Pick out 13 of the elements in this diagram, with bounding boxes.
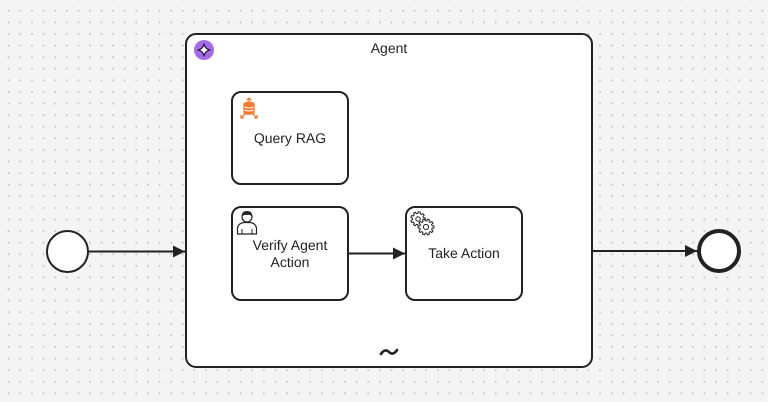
- task-box: [405, 206, 523, 301]
- task-label: Take Action: [428, 245, 500, 262]
- task-label: Query RAG: [254, 130, 326, 146]
- task-box: [231, 206, 349, 301]
- end-event-circle: [697, 229, 741, 273]
- arrow: [89, 246, 185, 258]
- arrow: [349, 248, 405, 260]
- container-title: Agent: [370, 40, 408, 56]
- task-label: Verify Agent Action: [252, 236, 328, 270]
- arrow: [593, 245, 697, 257]
- start-event-circle: [46, 230, 89, 273]
- task-box: [231, 91, 349, 185]
- subprocess-container: [185, 33, 593, 368]
